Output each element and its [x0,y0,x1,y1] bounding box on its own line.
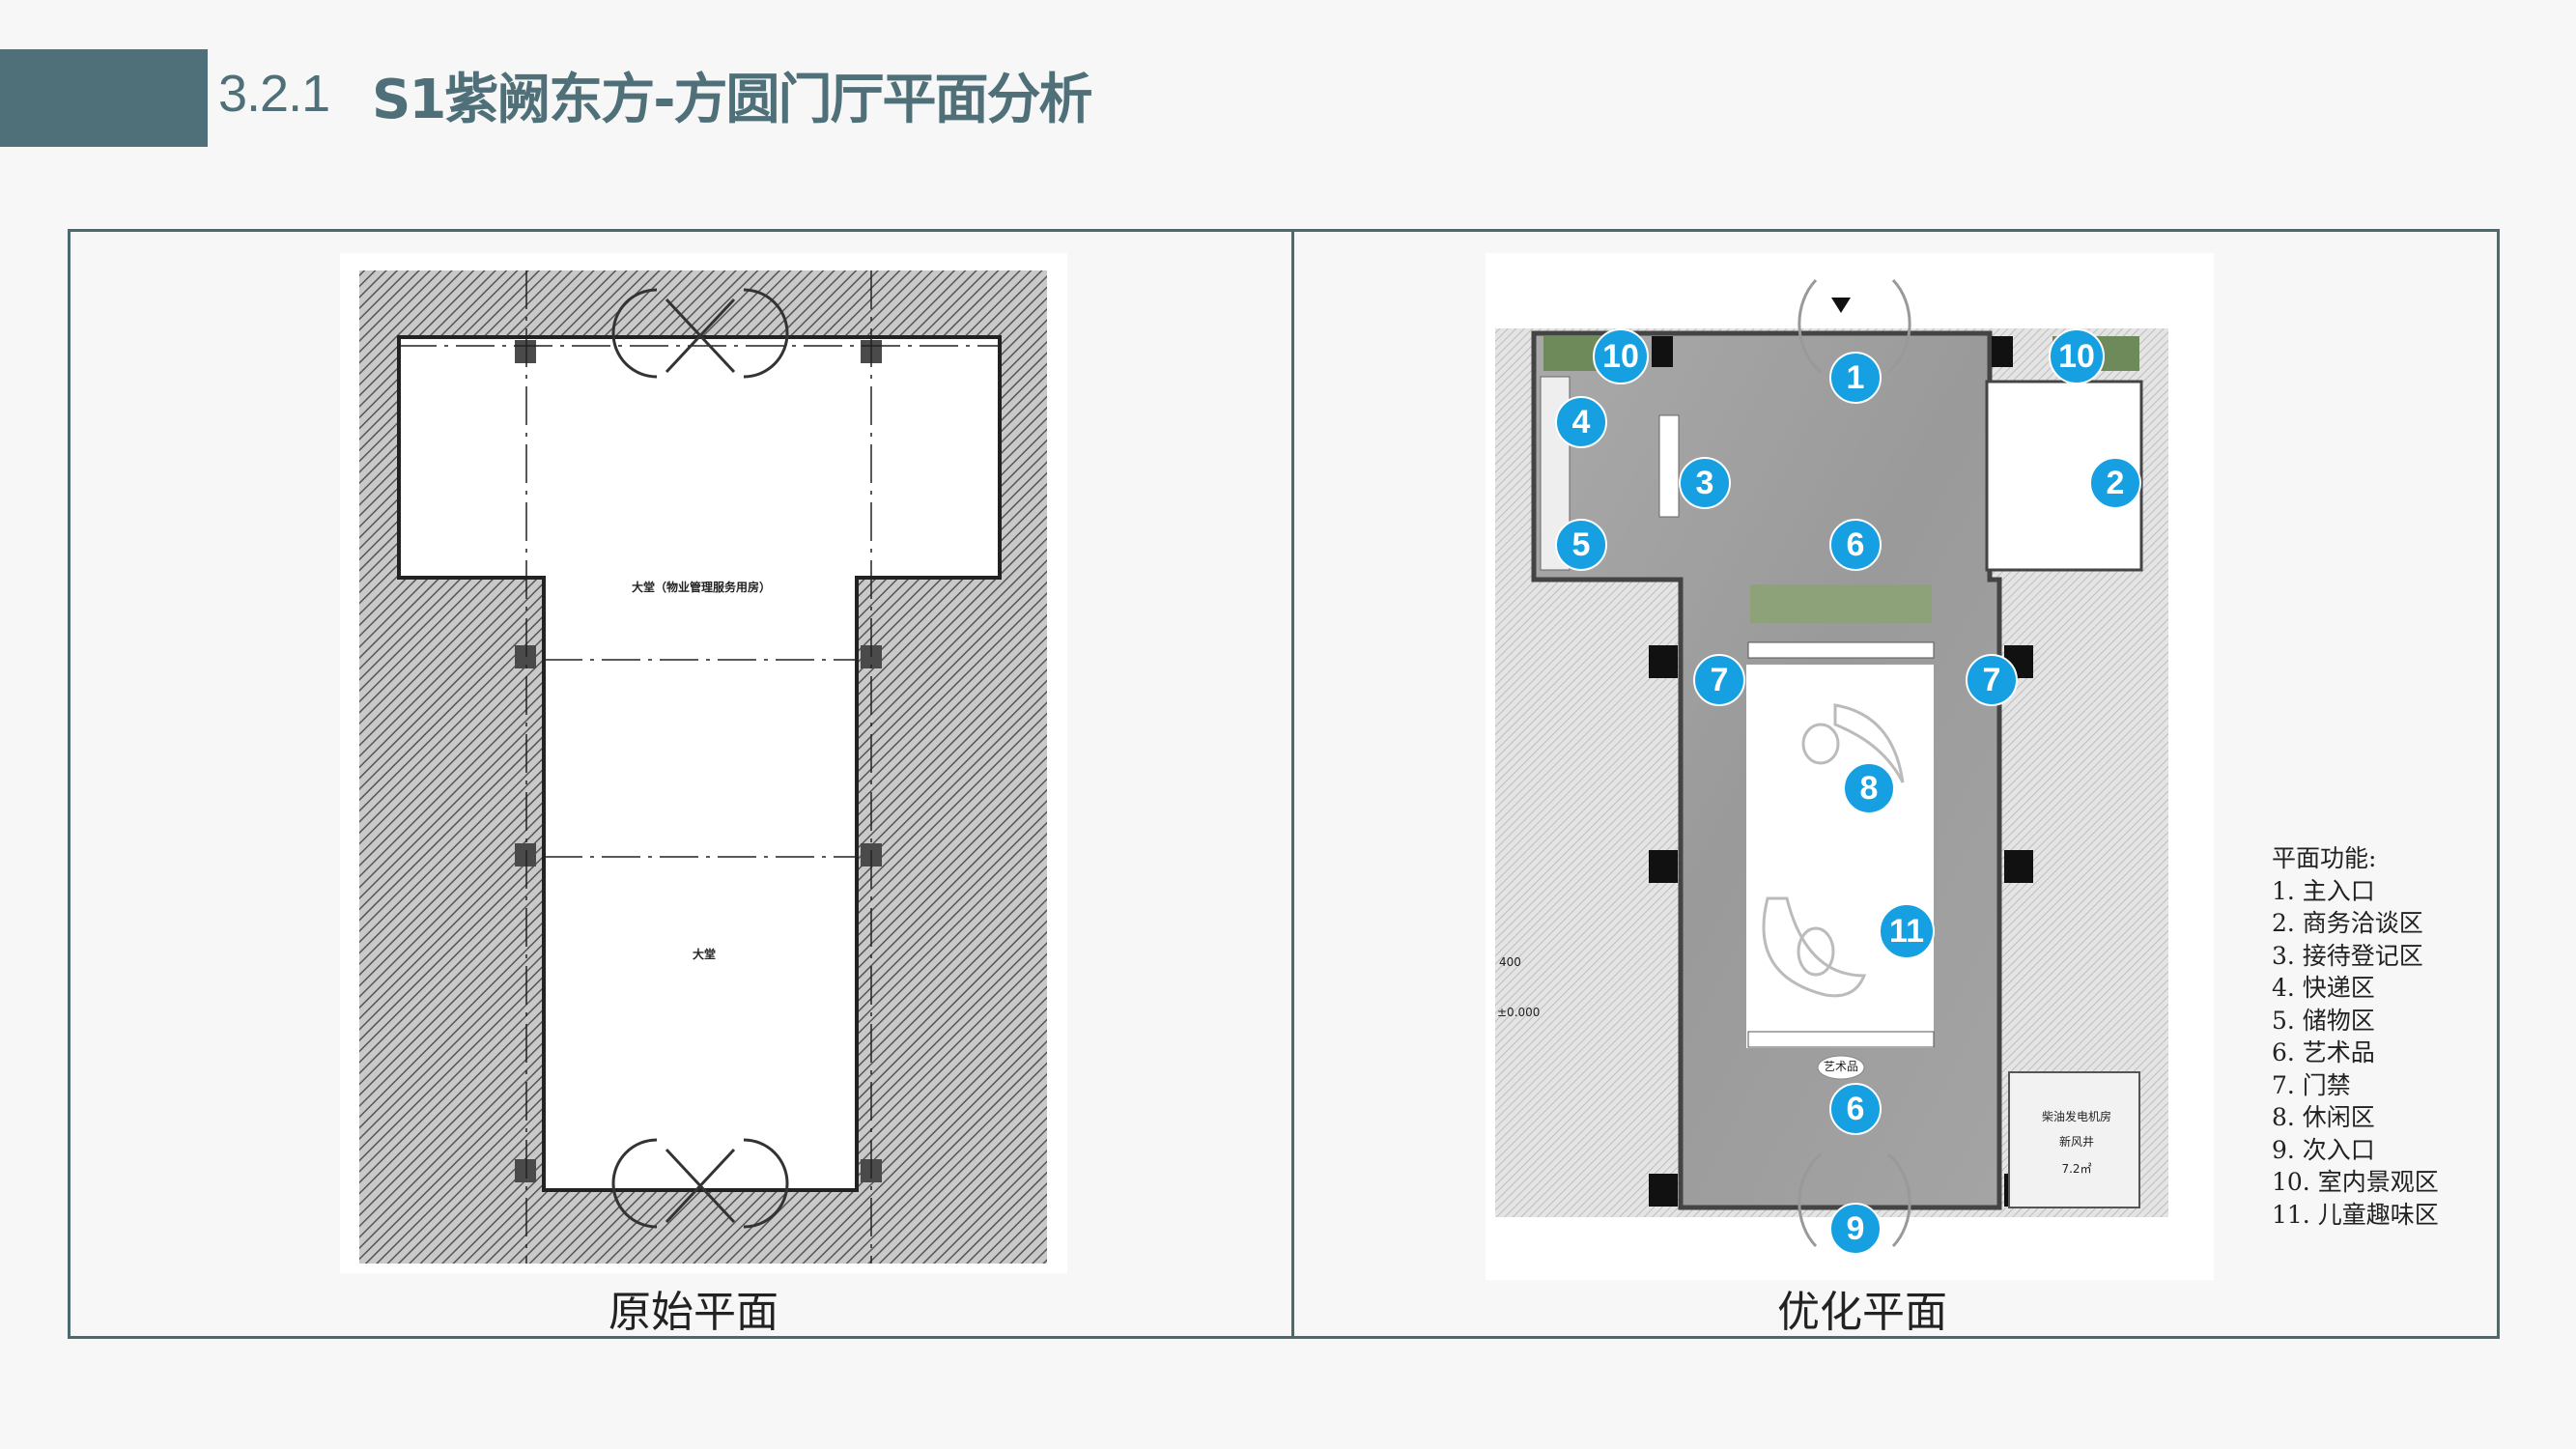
svg-text:11: 11 [1889,913,1924,950]
svg-text:5: 5 [1572,526,1591,563]
legend-item: 2. 商务洽谈区 [2272,909,2423,937]
marker-6-top: 6 [1829,519,1882,571]
legend-item: 9. 次入口 [2272,1135,2375,1164]
frame-divider [1291,229,1294,1339]
marker-7-left: 7 [1693,654,1745,706]
svg-text:7: 7 [1983,662,2001,698]
marker-2: 2 [2089,457,2141,509]
marker-10-left: 10 [1593,328,1649,384]
svg-text:4: 4 [1572,404,1591,440]
marker-1: 1 [1829,352,1882,404]
door-icon [1798,278,1911,1248]
legend-item: 11. 儿童趣味区 [2272,1200,2439,1229]
marker-4: 4 [1555,396,1607,448]
legend-item: 1. 主入口 [2272,876,2375,905]
svg-text:6: 6 [1847,1091,1865,1127]
label-fresh-air-shaft: 新风井 [2059,1134,2094,1149]
marker-7-right: 7 [1966,654,2018,706]
label-dim: 400 [1499,955,1521,969]
legend-item: 4. 快递区 [2272,974,2375,1002]
door-icon [611,288,789,1229]
svg-text:6: 6 [1847,526,1865,563]
original-plan-drawing: 大堂（物业管理服务用房） 大堂 [340,253,1067,1273]
label-generator-room: 柴油发电机房 [2042,1109,2111,1123]
marker-11: 11 [1879,903,1935,959]
function-markers: 1 10 10 4 3 2 5 6 7 7 8 11 6 9 [1555,328,2141,1255]
label-area: 7.2㎡ [2061,1162,2091,1176]
marker-8: 8 [1843,762,1895,814]
svg-text:3: 3 [1696,465,1714,501]
legend-item: 6. 艺术品 [2272,1038,2375,1066]
legend-title: 平面功能: [2272,844,2377,872]
marker-9: 9 [1829,1203,1882,1255]
svg-text:1: 1 [1847,359,1865,396]
original-plan-caption: 原始平面 [609,1288,778,1337]
label-elevation: ±0.000 [1497,1006,1540,1019]
svg-text:7: 7 [1711,662,1729,698]
marker-10-right: 10 [2049,328,2105,384]
legend-item: 3. 接待登记区 [2272,941,2423,970]
marker-3: 3 [1679,457,1731,509]
optimized-plan-caption: 优化平面 [1777,1288,1947,1337]
legend-item: 8. 休闲区 [2272,1103,2375,1131]
legend-item: 7. 门禁 [2272,1070,2351,1099]
svg-text:2: 2 [2107,465,2125,501]
header-accent-block [0,49,208,147]
legend-item: 5. 储物区 [2272,1006,2375,1035]
legend-item: 10. 室内景观区 [2272,1168,2439,1196]
entrance-arrow-icon [1831,298,1851,313]
label-lobby-upper: 大堂（物业管理服务用房） [632,580,771,594]
label-lobby-lower: 大堂 [693,947,716,961]
svg-text:8: 8 [1860,770,1879,807]
marker-6-bottom: 6 [1829,1083,1882,1135]
svg-text:9: 9 [1847,1210,1865,1247]
content-frame [68,229,2500,1339]
function-legend: 平面功能: 1. 主入口 2. 商务洽谈区 3. 接待登记区 4. 快递区 5.… [2272,842,2439,1231]
page-title: S1紫阙东方-方圆门厅平面分析 [372,69,1093,131]
svg-text:10: 10 [1602,338,1639,375]
svg-text:10: 10 [2058,338,2095,375]
section-number: 3.2.1 [218,65,330,123]
label-art-piece: 艺术品 [1824,1060,1858,1073]
marker-5: 5 [1555,519,1607,571]
